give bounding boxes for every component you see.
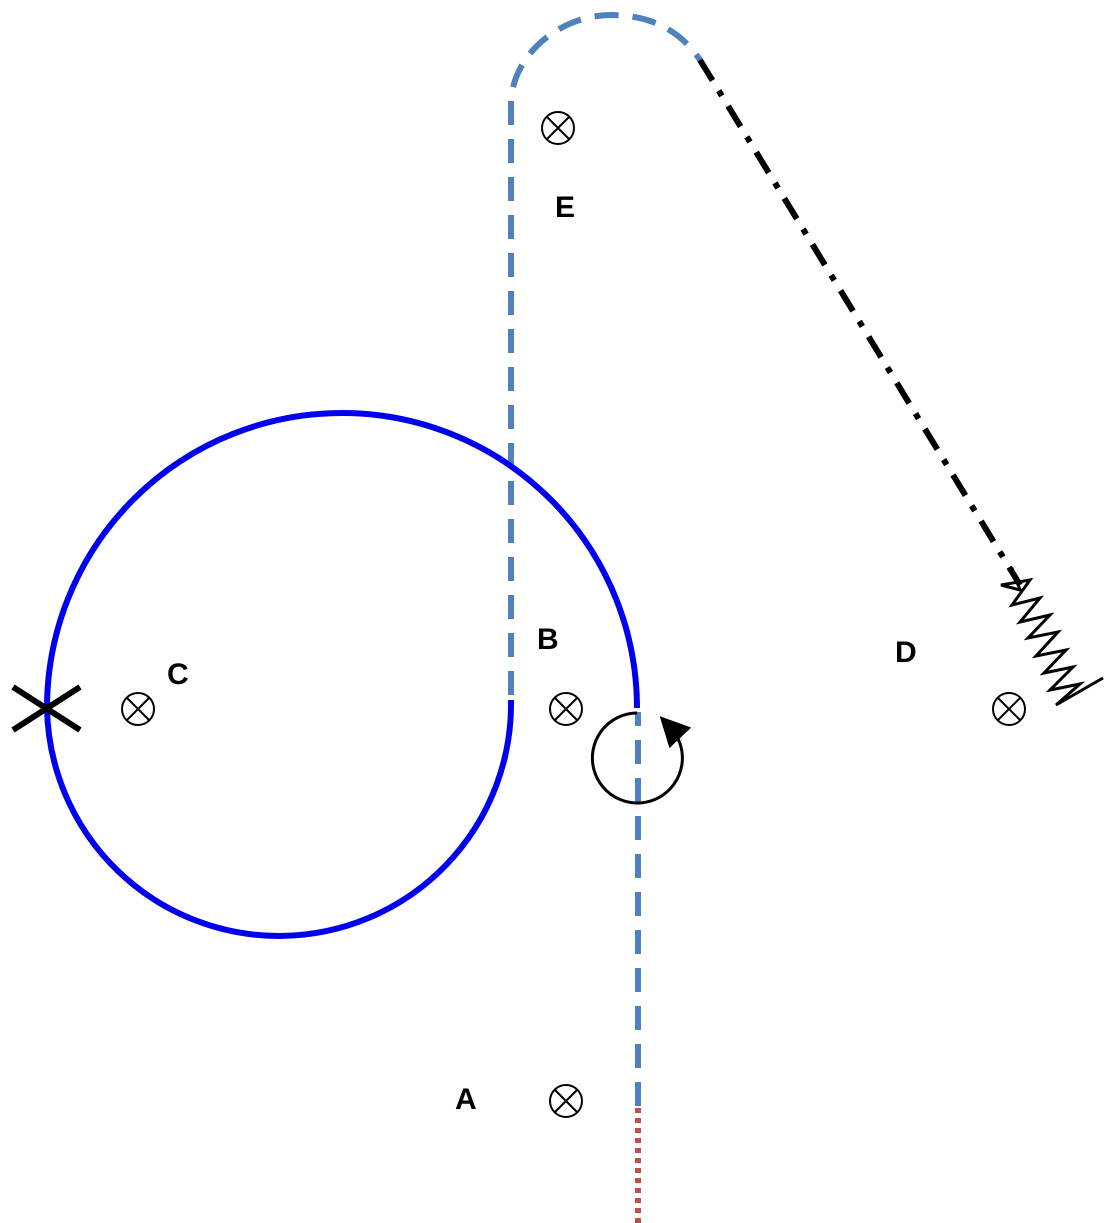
circular-path (43, 410, 640, 939)
x-mark-icon (11, 684, 82, 733)
circle-cross-icon (992, 692, 1026, 726)
circle-cross-icon (121, 692, 155, 726)
circle-cross-icon (541, 111, 575, 145)
circle-cross-icon (549, 692, 583, 726)
circle-cross-icon (549, 1084, 583, 1118)
label-d: D (895, 636, 917, 669)
label-a: A (455, 1083, 477, 1116)
label-b: B (537, 623, 559, 656)
dashed-path (508, 11, 703, 1106)
dash-dot-path (697, 58, 1023, 587)
zigzag-icon (1000, 567, 1104, 707)
circular-arrow-icon (590, 711, 692, 805)
label-e: E (555, 191, 575, 224)
label-c: C (167, 658, 189, 691)
